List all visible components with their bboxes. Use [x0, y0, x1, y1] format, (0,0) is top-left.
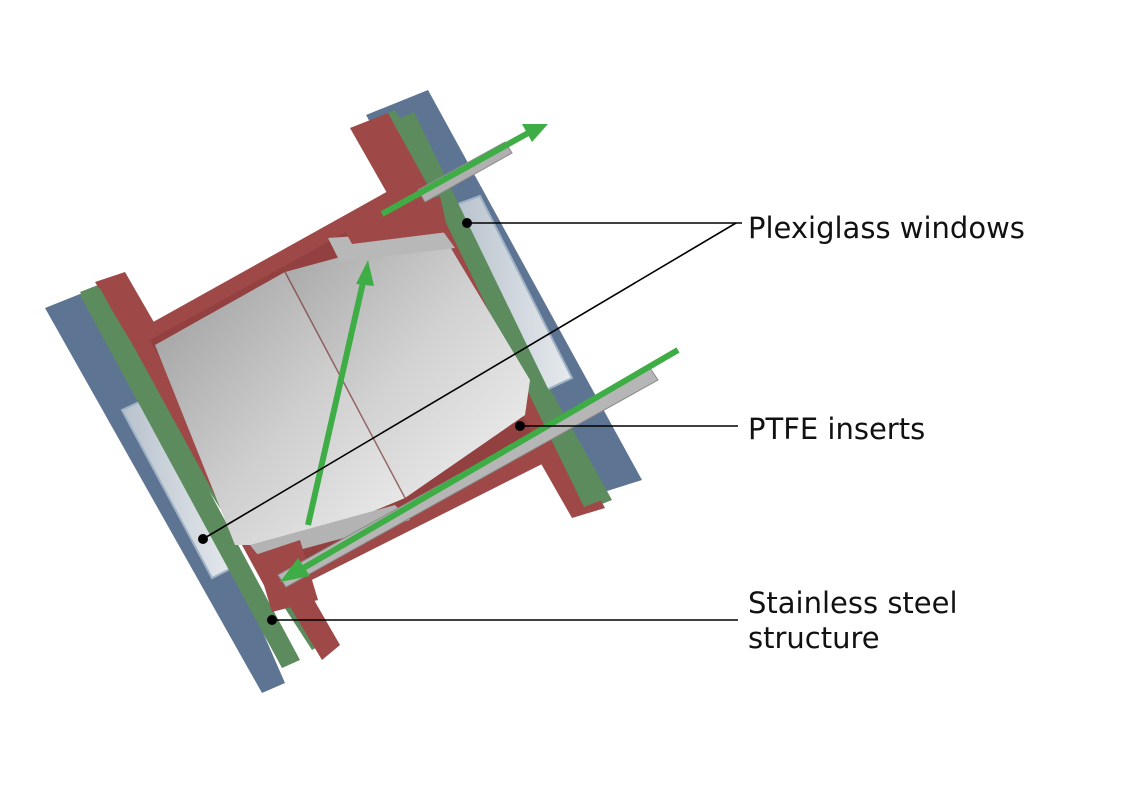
ptfe-insert-upper	[155, 272, 405, 545]
flow-arrow-outlet	[380, 124, 548, 217]
label-plexiglass-windows: Plexiglass windows	[748, 211, 1025, 245]
leader-dot	[462, 218, 472, 228]
leader-dot	[515, 421, 525, 431]
ptfe-insert-lower	[285, 230, 530, 498]
leader-windows	[198, 218, 742, 544]
label-stainless-steel-line2: structure	[748, 621, 880, 655]
leader-dot	[198, 534, 208, 544]
flow-arrow-inlet	[280, 347, 680, 582]
ptfe-seam	[284, 271, 406, 499]
leader-structure	[267, 615, 738, 625]
flow-arrow-internal	[305, 260, 374, 526]
label-ptfe-inserts: PTFE inserts	[748, 412, 925, 446]
label-stainless-steel-line1: Stainless steel	[748, 586, 958, 620]
steel-top-wedge	[340, 196, 448, 244]
leader-inserts	[515, 421, 738, 431]
right-gasket-front	[396, 112, 602, 507]
left-gasket-front	[80, 288, 300, 668]
leader-dot	[267, 615, 277, 625]
